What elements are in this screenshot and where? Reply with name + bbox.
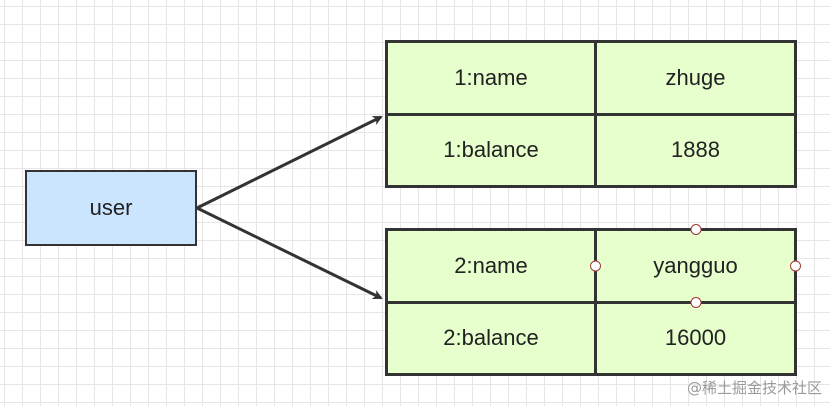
edge-user-to-record-1[interactable] — [196, 115, 383, 210]
user-node[interactable]: user — [25, 170, 197, 246]
resize-handle-right[interactable] — [790, 260, 801, 272]
value-cell[interactable]: zhuge — [594, 40, 797, 116]
field-cell[interactable]: 1:name — [385, 40, 597, 116]
value-cell-selected[interactable]: yangguo — [590, 224, 801, 308]
value-cell[interactable]: 1888 — [594, 112, 797, 188]
value-cell[interactable]: 16000 — [594, 300, 797, 376]
table-row: 2:name yangguo — [385, 224, 801, 308]
user-node-label: user — [89, 195, 133, 220]
table-row: 2:balance 16000 — [385, 300, 797, 376]
resize-handle-top[interactable] — [690, 224, 701, 235]
table-row: 1:name zhuge — [385, 40, 797, 116]
value-cell-text: yangguo — [653, 252, 738, 278]
table-row: 1:balance 1888 — [385, 112, 797, 188]
field-cell[interactable]: 2:balance — [385, 300, 597, 376]
resize-handle-bottom[interactable] — [690, 296, 701, 308]
record-table-2[interactable]: 2:name yangguo 2:balance 16000 — [385, 224, 801, 376]
edge-user-to-record-2[interactable] — [196, 206, 383, 300]
field-cell[interactable]: 1:balance — [385, 112, 597, 188]
record-table-1[interactable]: 1:name zhuge 1:balance 1888 — [385, 40, 797, 188]
field-cell[interactable]: 2:name — [385, 228, 597, 304]
watermark-text: @稀土掘金技术社区 — [686, 379, 822, 397]
resize-handle-left[interactable] — [590, 260, 601, 272]
